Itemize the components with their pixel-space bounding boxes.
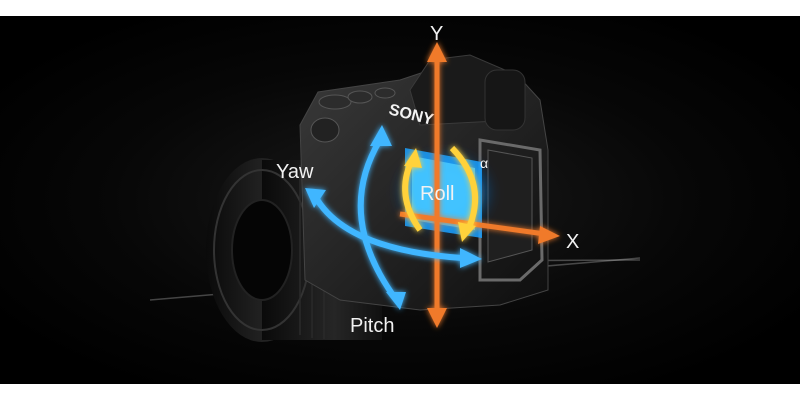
image-sensor — [395, 148, 495, 238]
pitch-arrow — [357, 125, 406, 310]
alpha-mark: α — [480, 155, 488, 171]
yaw-label: Yaw — [276, 161, 314, 183]
top-margin — [0, 0, 800, 16]
roll-arrow — [402, 145, 479, 242]
yaw-arrow — [305, 188, 482, 268]
pitch-label: Pitch — [350, 315, 394, 337]
y-axis-label: Y — [430, 23, 443, 45]
roll-label: Roll — [420, 183, 454, 205]
stabilization-illustration: SONY α Y X Pitch Yaw Roll — [0, 16, 800, 384]
x-axis-label: X — [566, 231, 579, 253]
y-axis-arrow — [427, 42, 447, 328]
bottom-margin — [0, 384, 800, 400]
illustration-canvas: SONY α Y X Pitch Yaw Roll — [0, 16, 800, 384]
